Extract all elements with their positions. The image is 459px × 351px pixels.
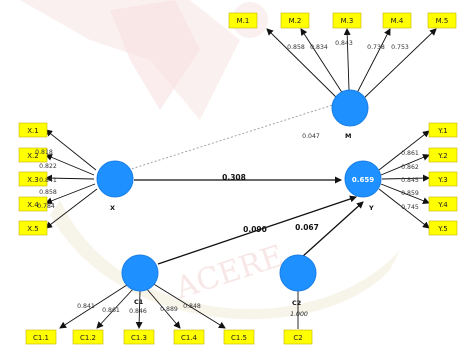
latent-m-label: M	[345, 132, 351, 140]
loading-y4: 0.859	[401, 190, 419, 197]
svg-text:M.4: M.4	[391, 17, 404, 25]
svg-text:X.2: X.2	[27, 152, 38, 160]
loading-x3: 0.841	[39, 177, 57, 184]
loading-c1-5: 0.848	[183, 303, 201, 310]
indicator-y1: Y.1	[428, 122, 458, 138]
latent-x-label: X	[110, 204, 115, 212]
svg-text:Y.3: Y.3	[437, 176, 448, 184]
coef-x-to-m: 0.047	[302, 133, 320, 140]
svg-text:C1.1: C1.1	[33, 334, 49, 342]
background-emblem: ACERE	[20, 0, 400, 320]
svg-text:M.5: M.5	[436, 17, 449, 25]
loading-x1: 0.818	[35, 149, 53, 156]
coef-x-to-y: 0.308	[222, 173, 246, 182]
path-c1-to-y	[157, 195, 357, 265]
indicator-y3: Y.3	[428, 171, 458, 187]
loading-y3: 0.845	[401, 177, 419, 184]
svg-text:X.4: X.4	[27, 201, 39, 209]
watermark-text: ACERE	[170, 239, 287, 307]
loading-m4: 0.738	[367, 44, 385, 51]
latent-c2	[279, 254, 317, 292]
structural-paths	[127, 101, 364, 265]
latent-m	[331, 89, 369, 127]
latent-y-label: Y	[368, 204, 374, 212]
svg-text:Y.2: Y.2	[437, 152, 448, 160]
indicator-x3: X.3	[18, 171, 48, 187]
indicator-y5: Y.5	[428, 220, 458, 236]
indicator-c1-4: C1.4	[173, 329, 205, 345]
m-measurement-model: M.1 M.2 M.3 M.4 M.5 0.858 0.834 0.843 0.…	[228, 12, 457, 140]
r-squared-y: 0.659	[352, 176, 374, 184]
svg-text:C1.2: C1.2	[80, 334, 96, 342]
indicator-c1-5: C1.5	[223, 329, 255, 345]
loading-c1-3: 0.846	[129, 308, 147, 315]
indicator-x1: X.1	[18, 122, 48, 138]
loading-x5: 0.784	[37, 203, 55, 210]
svg-text:M.3: M.3	[341, 17, 354, 25]
svg-text:C1.5: C1.5	[231, 334, 247, 342]
svg-text:M.1: M.1	[237, 17, 250, 25]
loading-x2: 0.822	[39, 163, 57, 170]
svg-text:C2: C2	[293, 334, 302, 342]
indicator-x4: X.4	[18, 196, 48, 212]
loading-y1: 0.861	[401, 150, 419, 157]
loading-m1: 0.858	[287, 44, 305, 51]
loading-x4: 0.858	[39, 189, 57, 196]
loading-m2: 0.834	[310, 44, 328, 51]
latent-x	[96, 160, 134, 198]
latent-c2-label: C2	[292, 299, 301, 307]
y-measurement-model: Y.1 Y.2 Y.3 Y.4 Y.5 0.861 0.862 0.845 0.…	[344, 122, 458, 236]
indicator-c1-1: C1.1	[25, 329, 57, 345]
path-c2-to-y	[301, 201, 364, 258]
loading-m3: 0.843	[335, 40, 353, 47]
latent-c1	[121, 254, 159, 292]
indicator-x2: X.2	[18, 147, 48, 163]
loading-m5: 0.753	[391, 44, 409, 51]
indicator-m4: M.4	[382, 12, 412, 29]
indicator-c1-3: C1.3	[123, 329, 155, 345]
svg-text:Y.1: Y.1	[437, 127, 448, 135]
loading-y2: 0.862	[401, 164, 419, 171]
indicator-y4: Y.4	[428, 196, 458, 212]
indicator-c1-2: C1.2	[72, 329, 104, 345]
svg-text:M.2: M.2	[289, 17, 302, 25]
indicator-m3: M.3	[332, 12, 362, 29]
loading-c1-4: 0.889	[160, 306, 178, 313]
indicator-m2: M.2	[280, 12, 310, 29]
svg-text:X.3: X.3	[27, 176, 38, 184]
loading-y5: 0.745	[401, 204, 419, 211]
indicator-m1: M.1	[228, 12, 258, 29]
coef-c2-to-y: 0.067	[295, 223, 319, 232]
coef-c1-to-y: 0.090	[243, 225, 267, 234]
svg-text:X.5: X.5	[27, 225, 38, 233]
indicator-y2: Y.2	[428, 147, 458, 163]
svg-text:X.1: X.1	[27, 127, 38, 135]
svg-text:C1.4: C1.4	[181, 334, 198, 342]
x-measurement-model: X.1 X.2 X.3 X.4 X.5 0.818 0.822 0.841 0.…	[18, 122, 134, 236]
loading-c1-2: 0.861	[102, 307, 120, 314]
indicator-x5: X.5	[18, 220, 48, 236]
indicator-c2: C2	[283, 329, 313, 345]
indicator-m5: M.5	[427, 12, 457, 29]
svg-text:C1.3: C1.3	[131, 334, 147, 342]
svg-text:Y.5: Y.5	[437, 225, 448, 233]
svg-text:Y.4: Y.4	[437, 201, 448, 209]
latent-c1-label: C1	[134, 298, 144, 306]
latent-y	[344, 160, 382, 198]
loading-c1-1: 0.841	[77, 303, 95, 310]
c1-measurement-model: C1.1 C1.2 C1.3 C1.4 C1.5 0.841 0.861 0.8…	[25, 254, 255, 345]
path-x-to-m	[127, 101, 340, 171]
c2-measurement-model: C2 1.000 C2	[279, 254, 317, 345]
loading-c2: 1.000	[290, 311, 308, 318]
